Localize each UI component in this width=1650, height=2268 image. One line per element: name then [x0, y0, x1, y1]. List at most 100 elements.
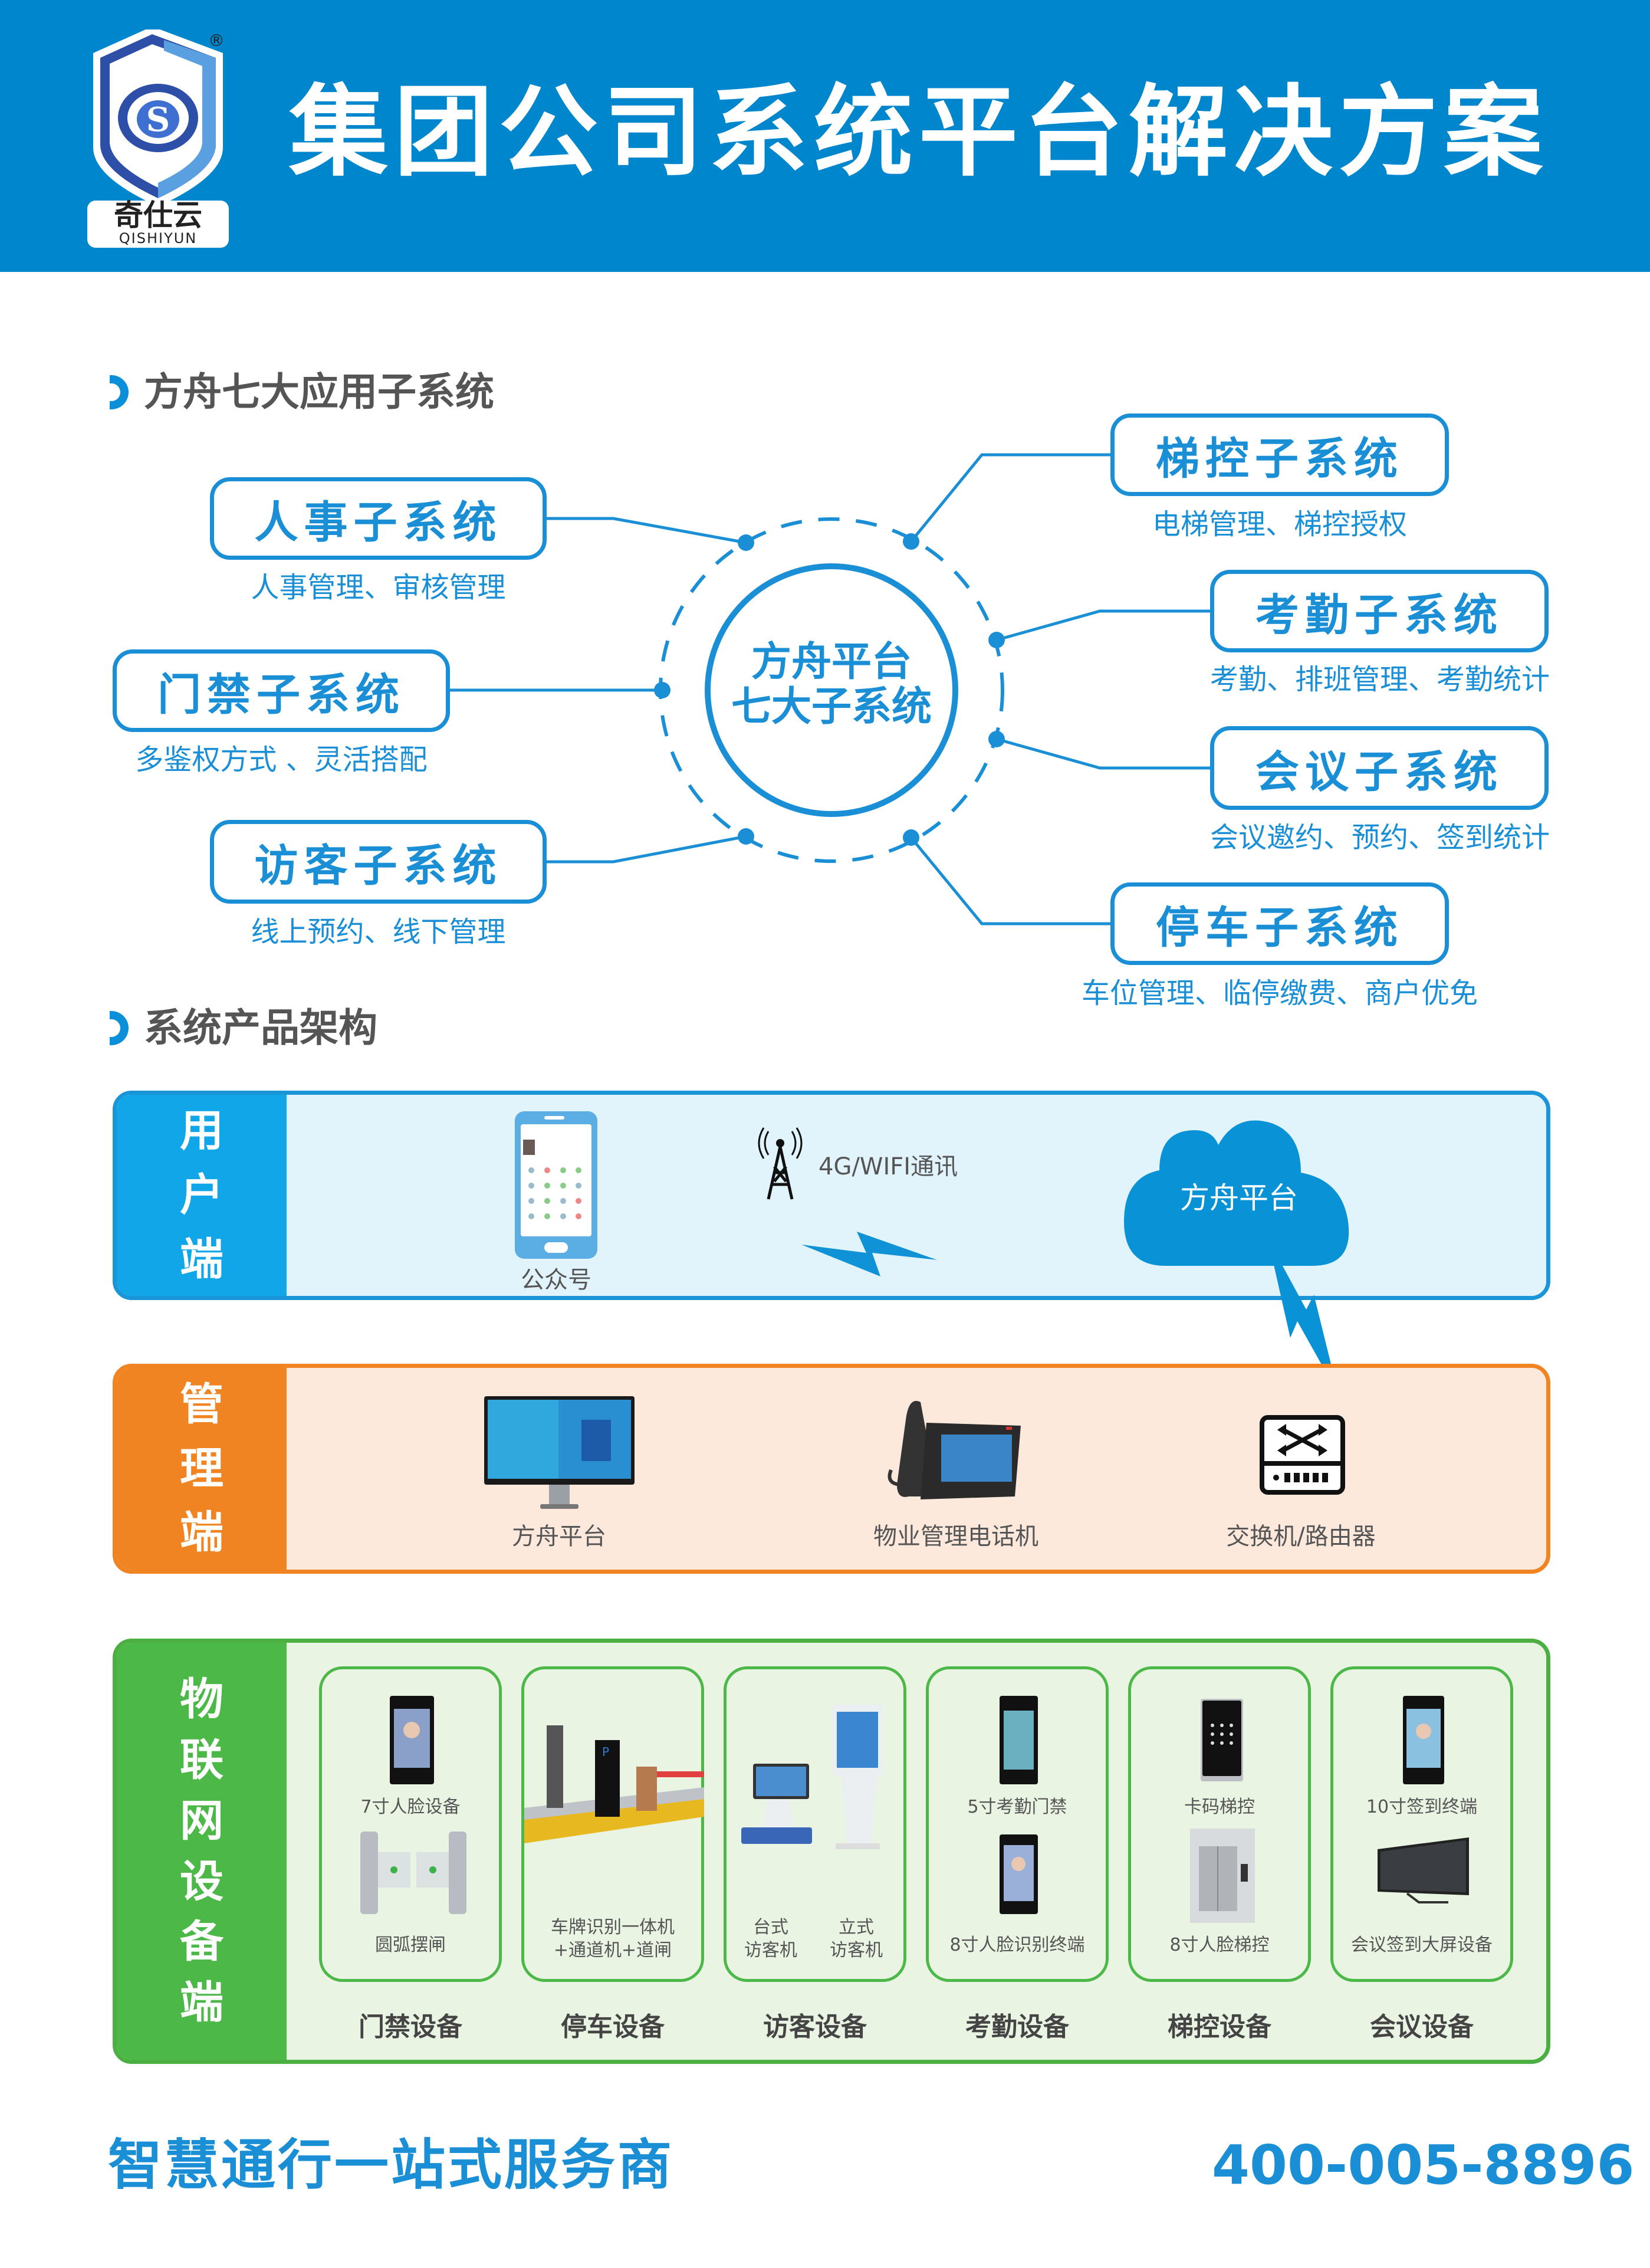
tier-label-char: 户	[180, 1170, 223, 1221]
device-label: 台式 访客机	[744, 1917, 797, 1961]
monitor-icon	[484, 1396, 635, 1509]
subsystem-meeting[interactable]: 会议子系统	[1210, 726, 1549, 810]
connector-dot-parking	[903, 829, 919, 846]
device-category-label: 门禁设备	[359, 2012, 462, 2042]
section-title-text: 方舟七大应用子系统	[144, 369, 494, 415]
connector-dot-visitor	[738, 828, 754, 845]
device-label: 会议签到大屏设备	[1351, 1935, 1493, 1955]
brand-name-cn: 奇仕云	[114, 198, 202, 232]
card-keypad-icon	[1201, 1699, 1243, 1781]
subsystem-hr[interactable]: 人事子系统	[210, 477, 547, 560]
device-group-parking[interactable]: P 车牌识别一体机 +通道机+道闸	[521, 1666, 704, 1982]
subsystem-attendance-desc: 考勤、排班管理、考勤统计	[1210, 663, 1550, 696]
management-tier-panel: 管 理 端 方舟平台 物业管理电话机	[113, 1364, 1550, 1574]
footer-slogan: 智慧通行一站式服务商	[108, 2134, 675, 2197]
device-label: 8寸人脸梯控	[1169, 1935, 1270, 1955]
subsystem-access-control-desc: 多鉴权方式 、灵活搭配	[135, 743, 428, 776]
user-tier-body: 公众号 4G/WIFI通讯 方舟平台	[287, 1095, 1546, 1296]
section-title-text: 系统产品架构	[144, 1005, 377, 1051]
device-group-meeting[interactable]: 10寸签到终端 会议签到大屏设备	[1330, 1666, 1513, 1982]
device-category-label: 停车设备	[561, 2012, 665, 2042]
device-label: 7寸人脸设备	[360, 1797, 461, 1817]
switch-router-icon	[1260, 1415, 1345, 1495]
connector-dot-meeting	[988, 731, 1005, 747]
subsystem-elevator[interactable]: 梯控子系统	[1110, 413, 1449, 496]
wireless-signal-icon	[801, 1232, 937, 1276]
subsystem-hr-desc: 人事管理、审核管理	[251, 571, 506, 604]
tier-label-char: 端	[180, 1233, 223, 1285]
device-label: 圆弧摆闸	[375, 1935, 446, 1955]
phone-label: 公众号	[521, 1266, 591, 1294]
standing-visitor-kiosk-icon	[833, 1705, 883, 1849]
center-platform-label: 方舟平台 七大子系统	[714, 639, 949, 731]
iot-tier-panel: 物 联 网 设 备 端 7寸人脸设备 圆弧摆闸 门禁设备	[113, 1639, 1550, 2064]
header-banner	[0, 0, 1650, 272]
device-label: 10寸签到终端	[1366, 1797, 1478, 1817]
section-marker-icon	[110, 1011, 129, 1045]
footer-phone[interactable]: 400-005-8896	[1212, 2134, 1635, 2197]
subsystem-parking[interactable]: 停车子系统	[1110, 882, 1449, 965]
connector-line-elevator	[910, 453, 1110, 543]
tier-label-char: 管	[180, 1378, 223, 1430]
connector-line-attendance	[996, 609, 1210, 642]
section-title-architecture: 系统产品架构	[110, 1009, 377, 1048]
device-group-visitor[interactable]: 台式 访客机 立式 访客机	[724, 1666, 906, 1982]
subsystem-attendance[interactable]: 考勤子系统	[1210, 570, 1549, 652]
center-line-2: 七大子系统	[731, 684, 932, 731]
connector-line-parking	[910, 836, 1110, 925]
connector-line-visitor	[547, 835, 747, 864]
management-tier-label: 管 理 端	[117, 1368, 287, 1570]
attendance-terminal-icon	[1000, 1696, 1038, 1784]
device-category-label: 梯控设备	[1168, 2012, 1271, 2042]
inner-ring	[705, 563, 958, 817]
connector-dot-access	[654, 682, 670, 698]
tier-label-char: 物	[180, 1674, 223, 1725]
subsystem-access-control[interactable]: 门禁子系统	[113, 649, 450, 732]
device-label: 车牌识别一体机 +通道机+道闸	[551, 1917, 675, 1961]
brand-logo: S ® 奇仕云 QISHIYUN	[87, 27, 229, 248]
device-label: 8寸人脸识别终端	[949, 1935, 1085, 1955]
tier-label-char: 网	[180, 1795, 223, 1846]
connector-dot-hr	[738, 534, 754, 551]
device-category-label: 会议设备	[1370, 2012, 1474, 2042]
tier-label-char: 端	[180, 1507, 223, 1558]
cloud-link-signal-icon	[1268, 1239, 1339, 1395]
section-title-subsystems: 方舟七大应用子系统	[110, 373, 494, 412]
large-screen-display-icon	[1378, 1837, 1469, 1903]
subsystem-elevator-desc: 电梯管理、梯控授权	[1152, 508, 1407, 541]
user-tier-label: 用 户 端	[117, 1095, 287, 1296]
tier-label-char: 用	[180, 1105, 223, 1157]
iot-tier-body: 7寸人脸设备 圆弧摆闸 门禁设备 P 车牌识别一体机 +通道机+道闸 停车设备	[287, 1643, 1546, 2060]
connector-line-meeting	[996, 737, 1210, 770]
tier-label-char: 理	[180, 1443, 223, 1494]
device-group-access[interactable]: 7寸人脸设备 圆弧摆闸	[319, 1666, 502, 1982]
cloud-platform-label: 方舟平台	[1180, 1181, 1298, 1215]
tier-label-char: 备	[180, 1916, 223, 1968]
face-terminal-icon	[390, 1696, 434, 1784]
device-category-label: 访客设备	[763, 2012, 867, 2042]
svg-text:S: S	[146, 100, 170, 139]
brand-name-en: QISHIYUN	[119, 230, 198, 247]
tier-label-char: 联	[180, 1734, 223, 1785]
management-tier-body: 方舟平台 物业管理电话机 交换机/路由器	[287, 1368, 1546, 1570]
subsystem-visitor[interactable]: 访客子系统	[210, 820, 547, 904]
device-group-attendance[interactable]: 5寸考勤门禁 8寸人脸识别终端	[926, 1666, 1109, 1982]
device-group-elevator[interactable]: 卡码梯控 8寸人脸梯控	[1128, 1666, 1311, 1982]
device-label: 5寸考勤门禁	[967, 1797, 1067, 1817]
device-category-label: 考勤设备	[965, 2012, 1069, 2042]
smartphone-icon	[515, 1111, 597, 1259]
mgmt-device-label: 物业管理电话机	[873, 1523, 1038, 1550]
connector-line-hr	[547, 517, 747, 544]
subsystem-meeting-desc: 会议邀约、预约、签到统计	[1210, 821, 1550, 854]
svg-text:P: P	[602, 1745, 609, 1759]
swing-gate-icon	[360, 1832, 466, 1914]
shield-cloud-logo-icon: S ®	[87, 27, 229, 248]
desk-phone-icon	[888, 1401, 1021, 1499]
sign-in-terminal-icon	[1403, 1696, 1444, 1784]
page-title: 集团公司系统平台解决方案	[289, 74, 1549, 190]
iot-tier-label: 物 联 网 设 备 端	[117, 1643, 287, 2060]
elevator-icon	[1190, 1829, 1255, 1923]
mgmt-device-label: 交换机/路由器	[1226, 1523, 1376, 1550]
desktop-visitor-kiosk-icon	[741, 1764, 812, 1844]
